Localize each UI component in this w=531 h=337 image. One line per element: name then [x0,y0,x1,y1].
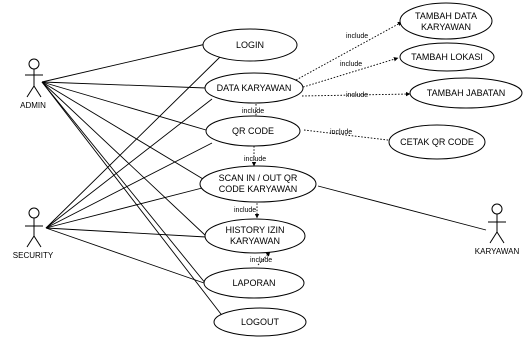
use-case-data-karyawan[interactable]: DATA KARYAWAN [204,72,304,104]
security-associations [45,56,221,284]
use-case-data-karyawan-label: DATA KARYAWAN [217,83,292,93]
include-label-qr-scan: include [244,156,266,163]
security-stick-figure-icon [25,207,43,248]
use-case-tambah-data-karyawan-label-line2: KARYAWAN [421,22,471,32]
use-case-laporan[interactable]: LAPORAN [203,267,305,299]
use-case-cetak-qr-code[interactable]: CETAK QR CODE [388,124,486,160]
use-case-tambah-jabatan[interactable]: TAMBAH JABATAN [409,77,523,109]
admin-associations [41,43,225,319]
include-label-tambah-lokasi: include [340,61,362,68]
use-case-history-izin-label-line2: KARYAWAN [230,236,280,246]
include-label-tambah-jabatan: include [346,92,368,99]
include-relations [251,21,411,266]
use-case-qr-code[interactable]: QR CODE [205,115,301,147]
actor-security[interactable]: SECURITY [13,207,54,260]
include-arrow-tambah-jabatan [301,91,411,97]
use-case-tambah-lokasi[interactable]: TAMBAH LOKASI [399,42,495,72]
actor-admin-label: ADMIN [20,101,46,110]
use-case-scan-label-line2: CODE KARYAWAN [219,184,298,194]
use-case-tambah-jabatan-label: TAMBAH JABATAN [427,88,506,98]
include-label-data-qr: include [242,108,264,115]
use-case-scan-label-line1: SCAN IN / OUT QR [219,173,298,183]
actor-karyawan-label: KARYAWAN [475,247,520,256]
use-case-cetak-qr-code-label: CETAK QR CODE [400,137,474,147]
use-case-history-izin[interactable]: HISTORY IZIN KARYAWAN [204,218,306,254]
actor-admin[interactable]: ADMIN [20,58,46,110]
include-label-scan-history: include [234,207,256,214]
actor-karyawan[interactable]: KARYAWAN [475,203,520,256]
use-case-login[interactable]: LOGIN [202,28,298,62]
use-case-history-izin-label-line1: HISTORY IZIN [225,225,284,235]
include-label-tambah-data: include [346,33,368,40]
use-case-qr-code-label: QR CODE [232,126,274,136]
karyawan-association [317,185,487,231]
use-case-scan[interactable]: SCAN IN / OUT QR CODE KARYAWAN [199,165,317,203]
use-case-laporan-label: LAPORAN [232,278,275,288]
use-case-logout[interactable]: LOGOUT [213,307,307,337]
use-case-tambah-lokasi-label: TAMBAH LOKASI [411,52,483,62]
use-case-logout-label: LOGOUT [241,317,280,327]
use-case-tambah-data-karyawan-label-line1: TAMBAH DATA [415,11,477,21]
include-arrow-cetak-qr [303,129,397,143]
include-label-cetak-qr: include [330,129,352,136]
actor-security-label: SECURITY [13,251,54,260]
use-case-login-label: LOGIN [236,40,264,50]
include-arrow-tambah-data [295,21,403,81]
include-label-laporan-history: include [250,257,272,264]
karyawan-stick-figure-icon [488,203,506,244]
admin-stick-figure-icon [25,58,43,98]
include-arrow-tambah-lokasi [299,57,399,89]
use-case-tambah-data-karyawan[interactable]: TAMBAH DATA KARYAWAN [399,2,493,40]
